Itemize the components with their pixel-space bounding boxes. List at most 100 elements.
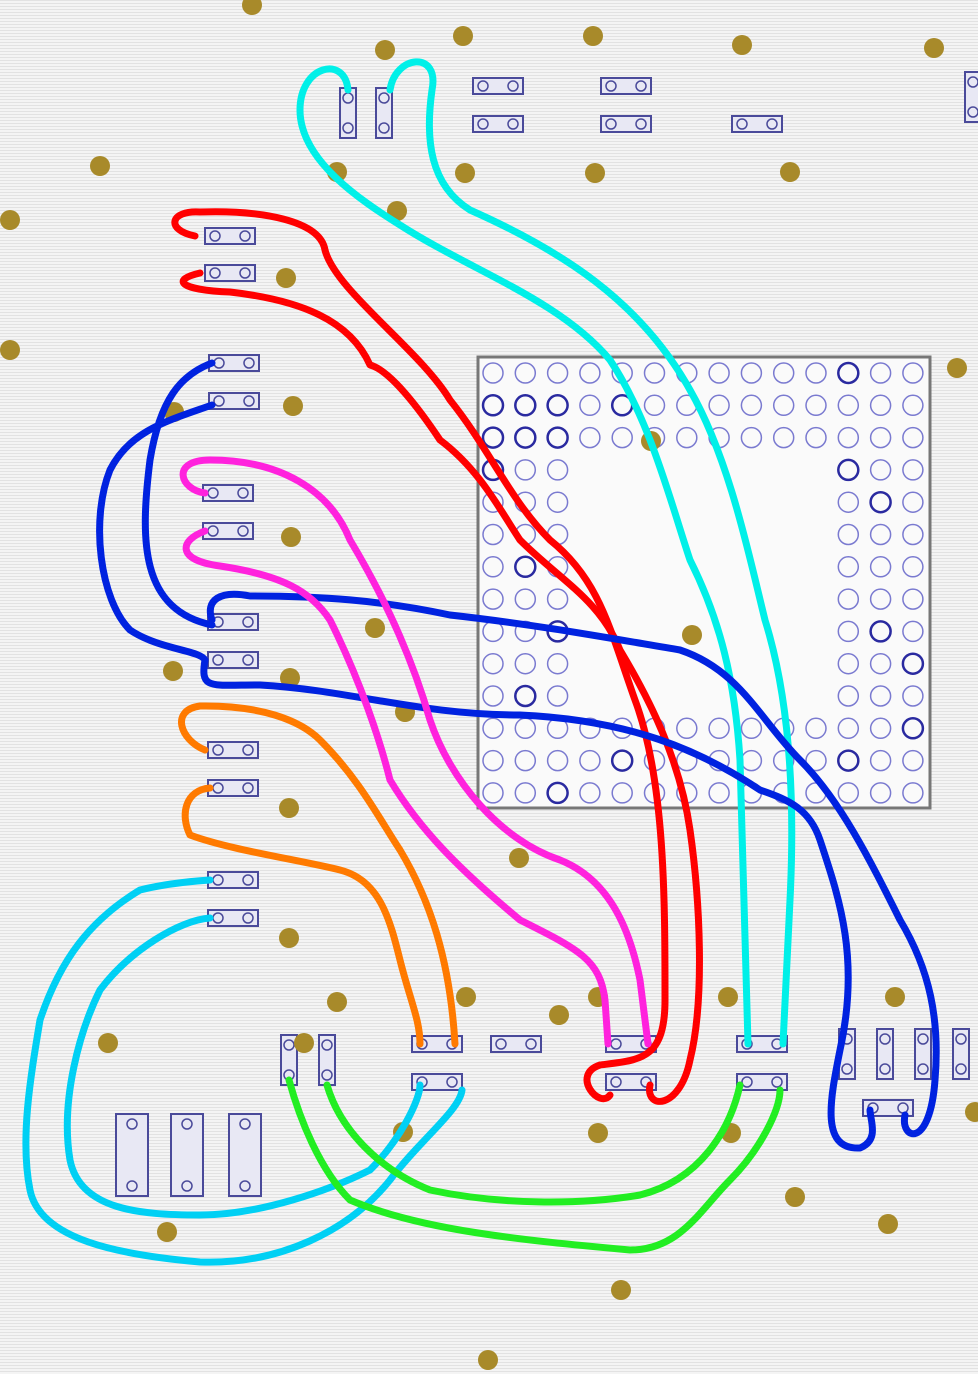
pad [731, 115, 783, 133]
pad [736, 1073, 788, 1091]
bga-ball [837, 361, 860, 385]
pad-hole [242, 744, 254, 756]
via [885, 987, 905, 1007]
pad [207, 741, 259, 759]
bga-ball [869, 523, 892, 546]
pad-hole [342, 122, 354, 134]
bga-ball [805, 717, 827, 740]
bga-ball [482, 556, 504, 578]
bga-ball [708, 394, 730, 417]
pad-hole [507, 80, 519, 92]
bga-ball [546, 588, 569, 610]
pad-hole [321, 1039, 333, 1051]
pad-body [207, 779, 259, 797]
bga-ball [869, 394, 892, 417]
pad-hole [209, 230, 221, 242]
pad-hole [967, 106, 978, 118]
bga-ball [902, 685, 924, 707]
bga-ball [805, 362, 827, 384]
pad-hole [955, 1033, 967, 1045]
pad-body [228, 1113, 262, 1197]
wire [179, 456, 652, 1048]
pad-hole [242, 616, 254, 628]
bga-ball [837, 426, 860, 449]
bga-ball [514, 426, 537, 449]
wire [63, 914, 424, 1219]
wire [285, 1076, 784, 1254]
wire [171, 208, 669, 1103]
bga-ball [902, 556, 924, 578]
pad [605, 1073, 657, 1091]
bga-ball [482, 749, 504, 772]
pad-body [204, 227, 256, 245]
pad-hole [239, 230, 251, 242]
pad-body [490, 1035, 542, 1053]
pad [600, 115, 652, 133]
pad [207, 909, 259, 927]
bga-ball [546, 394, 569, 417]
via [163, 661, 183, 681]
pad [202, 484, 254, 502]
pads-layer [115, 71, 978, 1197]
bga-ball [837, 749, 860, 772]
via [276, 268, 296, 288]
bga-ball [837, 685, 860, 707]
pad-body [204, 264, 256, 282]
pad [375, 87, 393, 139]
bga-ball [869, 459, 892, 481]
wire [179, 269, 703, 1105]
via [732, 35, 752, 55]
bga-ball [676, 717, 698, 740]
pad-hole [635, 118, 647, 130]
pad-body [731, 115, 783, 133]
bga-ball [708, 362, 730, 384]
bga-ball [514, 555, 537, 579]
via [583, 26, 603, 46]
pad-body [375, 87, 393, 139]
via [375, 40, 395, 60]
pad-hole [212, 654, 224, 666]
bga-ball [837, 717, 860, 740]
bga-ball [837, 588, 860, 610]
pad-hole [378, 92, 390, 104]
bga-ball [869, 782, 892, 804]
pad-hole [181, 1118, 193, 1130]
pad [115, 1113, 149, 1197]
bga-ball [902, 620, 924, 643]
wire [206, 590, 940, 1138]
bga-ball [546, 781, 569, 805]
via [965, 1102, 978, 1122]
bga-ball [482, 717, 504, 740]
pad-body [472, 115, 524, 133]
bga-ball [901, 717, 925, 740]
pad [600, 77, 652, 95]
bga-ball [869, 556, 892, 578]
wire [178, 702, 459, 1048]
bga-ball [902, 523, 924, 546]
bga-ball [869, 620, 892, 643]
via [549, 1005, 569, 1025]
via [509, 848, 529, 868]
bga-ball [837, 620, 860, 643]
pad-hole [955, 1063, 967, 1075]
pad-hole [321, 1069, 333, 1081]
wire [182, 527, 612, 1048]
wire [22, 876, 466, 1266]
pad-hole [917, 1033, 929, 1045]
bga-ball [546, 426, 569, 449]
pad-hole [605, 80, 617, 92]
via [157, 1222, 177, 1242]
bga-ball [546, 749, 569, 772]
pad [207, 613, 259, 631]
bga-ball [869, 426, 892, 449]
via [365, 618, 385, 638]
bga-ball [772, 749, 795, 772]
via [98, 1033, 118, 1053]
bga-ball [805, 426, 827, 449]
via [878, 1214, 898, 1234]
pad-body [600, 115, 652, 133]
bga-ball [482, 362, 504, 384]
pad-hole [237, 525, 249, 537]
bga-ball [546, 362, 569, 384]
pad-body [964, 71, 978, 123]
